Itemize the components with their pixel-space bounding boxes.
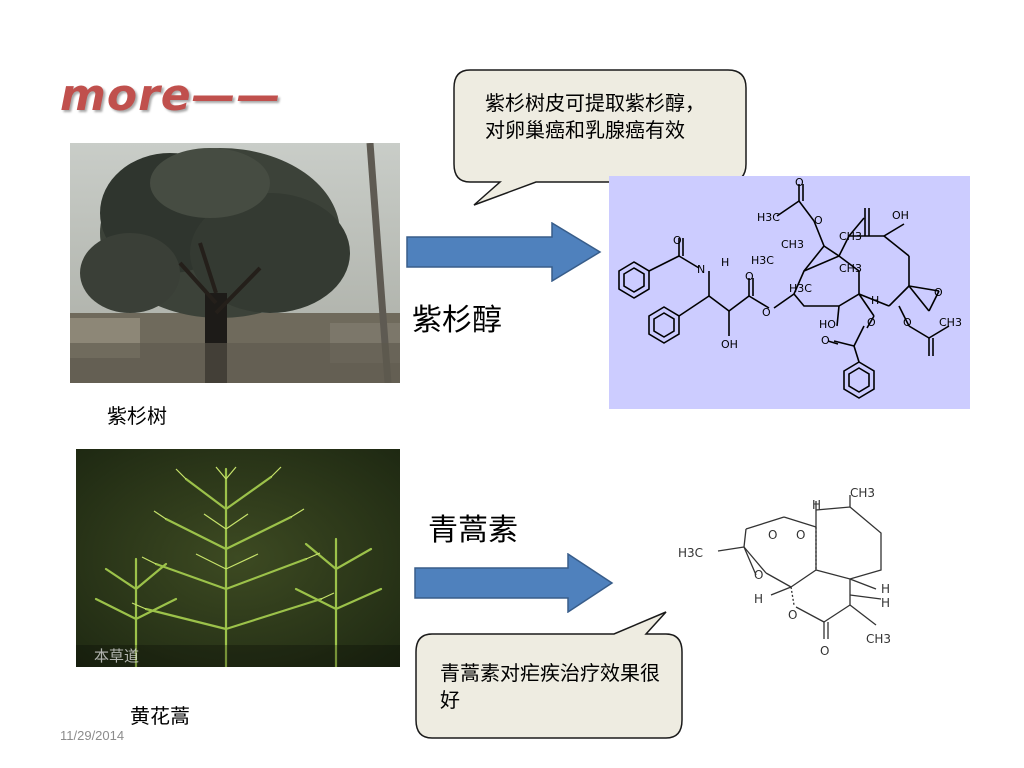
artemisia-photo: 本草道: [76, 449, 400, 667]
right-arrow-icon: [406, 222, 602, 282]
atom-label: O: [788, 608, 797, 622]
atom-label: O: [673, 234, 682, 247]
slide-title: more——: [60, 70, 282, 121]
artemisinin-structure: CH3 H H3C O O O H H H O CH3 O: [676, 477, 916, 681]
photo-watermark: 本草道: [94, 647, 139, 665]
atom-label: N: [697, 263, 705, 276]
atom-label: HO: [819, 318, 836, 331]
atom-label: O: [795, 176, 804, 189]
callout-text-artemisinin: 青蒿素对疟疾治疗效果很好: [440, 661, 660, 712]
atom-label: O: [934, 286, 943, 299]
right-arrow-icon: [414, 553, 614, 613]
atom-label: H: [721, 256, 729, 269]
atom-label: O: [820, 644, 829, 658]
slide-date: 11/29/2014: [60, 728, 125, 743]
callout-bubble-artemisinin: [415, 611, 683, 739]
callout-bubble-taxol: [453, 69, 747, 206]
atom-label: H3C: [678, 546, 703, 560]
atom-label: O: [796, 528, 805, 542]
atom-label: H: [754, 592, 763, 606]
callout-text-taxol: 紫杉树皮可提取紫杉醇，对卵巢癌和乳腺癌有效: [485, 91, 705, 142]
atom-label: CH3: [781, 238, 804, 251]
atom-label: OH: [892, 209, 909, 222]
atom-label: O: [814, 214, 823, 227]
atom-label: CH3: [839, 262, 862, 275]
yew-tree-caption: 紫杉树: [107, 404, 167, 428]
artemisinin-label: 青蒿素: [428, 513, 518, 548]
atom-label: H3C: [789, 282, 812, 295]
atom-label: CH3: [850, 486, 875, 500]
atom-label: CH3: [839, 230, 862, 243]
atom-label: O: [821, 334, 830, 347]
atom-label: OH: [721, 338, 738, 351]
atom-label: O: [745, 270, 754, 283]
atom-label: H: [871, 294, 879, 307]
atom-label: H3C: [751, 254, 774, 267]
artemisia-caption: 黄花蒿: [130, 704, 190, 728]
atom-label: O: [754, 568, 763, 582]
atom-label: H: [812, 498, 821, 512]
atom-label: O: [903, 316, 912, 329]
atom-label: CH3: [939, 316, 962, 329]
taxol-structure: O H3C O OH CH3 CH3 O N H H3C CH3 H3C O O…: [609, 176, 970, 409]
atom-label: H: [881, 596, 890, 610]
taxol-label: 紫杉醇: [412, 303, 502, 338]
atom-label: H: [881, 582, 890, 596]
atom-label: O: [762, 306, 771, 319]
atom-label: O: [768, 528, 777, 542]
yew-tree-photo: [70, 143, 400, 383]
atom-label: H3C: [757, 211, 780, 224]
atom-label: CH3: [866, 632, 891, 646]
atom-label: O: [867, 316, 876, 329]
